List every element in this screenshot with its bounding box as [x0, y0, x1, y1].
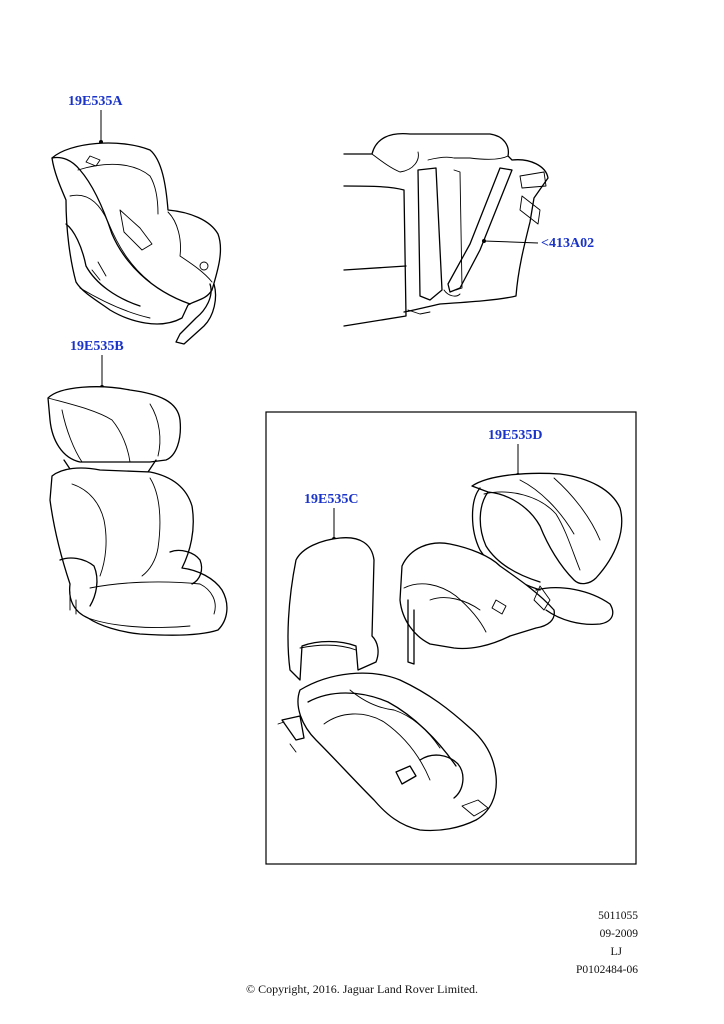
footer-line-4: P0102484-06 [576, 964, 638, 976]
footer-line-3: LJ [610, 946, 623, 958]
footer-line-2: 09-2009 [599, 928, 638, 940]
callout-19e535d: 19E535D [488, 428, 543, 443]
callout-19e535a: 19E535A [68, 94, 123, 109]
child-seat-a-illustration [51, 110, 222, 345]
callout-19e535c: 19E535C [304, 492, 359, 507]
booster-seat-b-illustration [47, 355, 228, 636]
callout-413a02: <413A02 [541, 236, 595, 251]
copyright-notice: © Copyright, 2016. Jaguar Land Rover Lim… [245, 982, 479, 996]
isofix-base-c-illustration [277, 508, 497, 832]
footer-line-1: 5011055 [598, 910, 638, 922]
detail-frame [265, 411, 637, 865]
infant-carrier-d-illustration [399, 444, 623, 665]
callout-19e535b: 19E535B [70, 339, 124, 354]
vehicle-seat-anchor-illustration [343, 132, 549, 327]
